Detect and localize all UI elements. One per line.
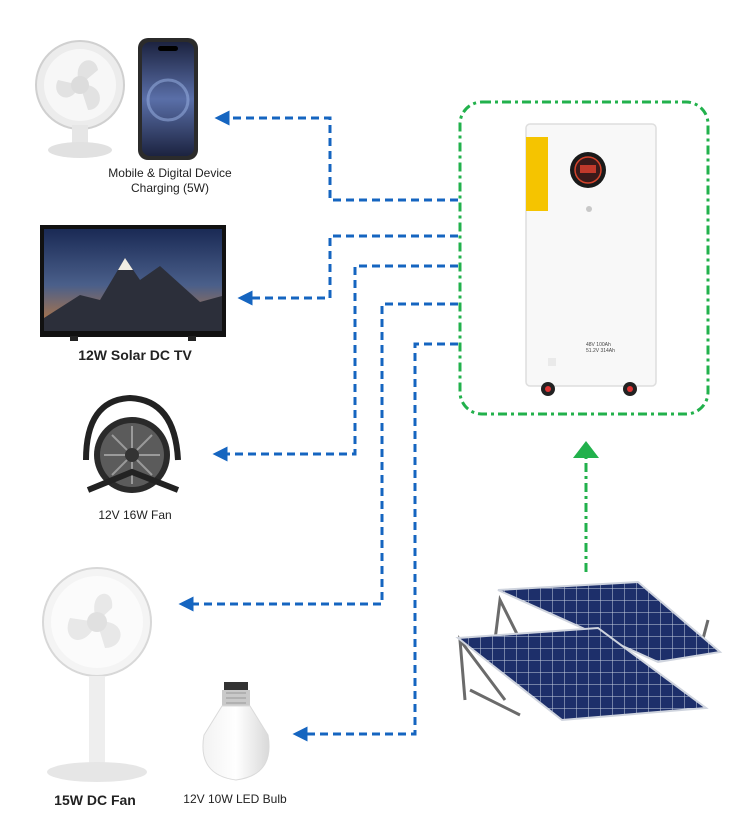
- dc-line-fan16: [212, 264, 458, 462]
- led-bulb-icon: [202, 682, 270, 781]
- battery-spec-line-1: 48V 100Ah: [586, 342, 611, 348]
- solar-charge-arrow: [573, 441, 599, 572]
- fan15-label: 15W DC Fan: [54, 792, 136, 808]
- battery-storage-icon: [525, 123, 657, 396]
- phone-label: Mobile & Digital Device Charging (5W): [108, 166, 232, 195]
- standing-fan-icon: [42, 567, 152, 782]
- bulb-label: 12V 10W LED Bulb: [183, 792, 287, 806]
- dc-line-tv: [237, 234, 458, 306]
- battery-enclosure-outline: [458, 100, 710, 416]
- floor-fan-icon: [83, 394, 181, 493]
- dc-line-phone: [214, 110, 458, 202]
- battery-spec-text: 48V 100Ah 51.2V 314Ah: [586, 342, 648, 354]
- tv-label: 12W Solar DC TV: [78, 347, 192, 363]
- dc-line-fan15: [178, 302, 458, 612]
- fan16-label: 12V 16W Fan: [98, 508, 172, 522]
- tv-icon: [40, 225, 226, 341]
- smartphone-icon: [138, 38, 198, 160]
- solar-panels-icon: [455, 580, 723, 722]
- battery-spec-line-2: 51.2V 314Ah: [586, 348, 615, 354]
- dc-line-bulb: [292, 342, 458, 742]
- desk-fan-icon: [35, 40, 125, 158]
